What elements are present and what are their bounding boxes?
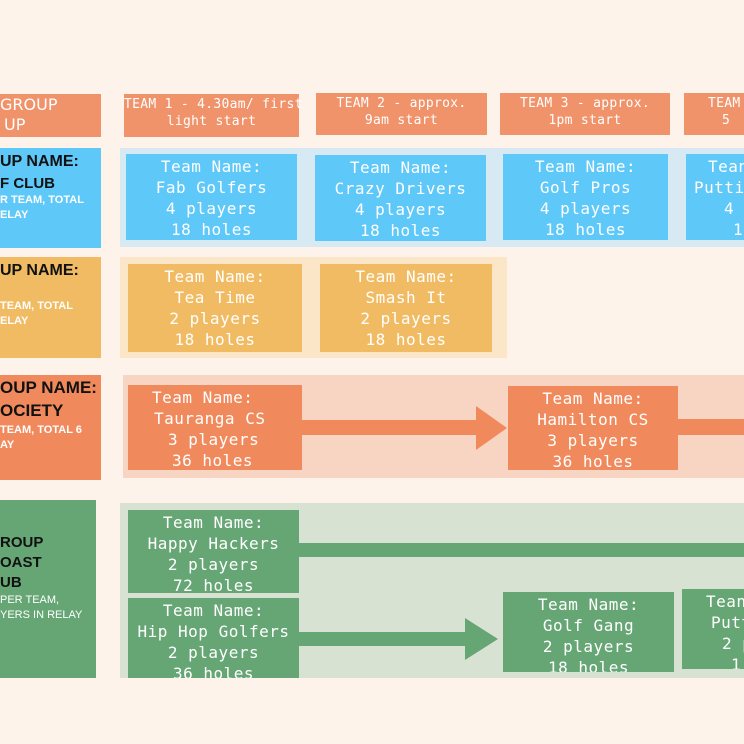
- team-3-header: TEAM 3 - approx. 1pm start: [500, 93, 670, 135]
- group-1-label-line-2: F CLUB: [0, 175, 55, 192]
- team-card-players: 2 players: [360, 309, 452, 328]
- team-card-players: 2 players: [542, 637, 635, 656]
- team-card-title: Team Name:: [160, 157, 263, 176]
- group-2-label: UP NAME: TEAM, TOTAL ELAY: [0, 257, 101, 358]
- group-3-label-line-3: TEAM, TOTAL 6: [0, 424, 82, 436]
- team-card-name: Hamilton CS: [537, 410, 649, 429]
- team-card-holes: 36 holes: [552, 452, 634, 470]
- team-card-title: Team Name:: [542, 389, 644, 408]
- team-card-tauranga-cs: Team Name: Tauranga CS 3 players 36 hole…: [128, 385, 302, 470]
- group-header-line-1: GROUP: [0, 95, 58, 114]
- team-card-puttin: Tean Puttin 4 p 1: [686, 154, 744, 240]
- team-card-title: Team Name:: [534, 157, 637, 176]
- relay-arrow-tauranga-to-hamilton: [300, 406, 507, 450]
- team-card-players: 2 p: [722, 634, 744, 653]
- team-card-title: Team Name:: [355, 267, 457, 286]
- team-card-holes: 18 holes: [544, 220, 627, 239]
- team-3-header-line-2: 1pm start: [548, 113, 622, 128]
- team-card-players: 3 players: [168, 430, 260, 449]
- relay-arrow-hamilton-onward: [678, 419, 744, 435]
- group-4-label-line-4: PER TEAM,: [0, 594, 60, 606]
- team-card-putt: Tean Putt 2 p 1: [682, 589, 744, 669]
- team-card-players: 4 players: [354, 200, 447, 219]
- team-card-holes: 1: [733, 220, 744, 239]
- team-card-holes: 18 holes: [174, 330, 256, 349]
- team-card-hip-hop-golfers: Team Name: Hip Hop Golfers 2 players 36 …: [128, 598, 299, 678]
- team-card-players: 4 players: [539, 199, 632, 218]
- group-2-label-line-4: ELAY: [0, 315, 29, 327]
- team-card-title: Team Name:: [164, 267, 266, 286]
- team-card-crazy-drivers: Team Name: Crazy Drivers 4 players 18 ho…: [315, 155, 486, 241]
- team-card-name: Puttin: [694, 178, 744, 197]
- group-header: GROUP UP: [0, 94, 101, 137]
- group-3-label: OUP NAME: OCIETY TEAM, TOTAL 6 AY: [0, 375, 101, 480]
- team-2-header-line-2: 9am start: [364, 113, 439, 128]
- team-card-holes: 36 holes: [172, 451, 254, 470]
- relay-arrow-hip-hop-to-golf-gang: [297, 618, 498, 660]
- group-1-label-line-3: R TEAM, TOTAL: [0, 194, 84, 206]
- group-3-label-line-2: OCIETY: [0, 401, 64, 420]
- team-card-players: 3 players: [547, 431, 639, 450]
- relay-line-happy-hackers: [299, 543, 744, 557]
- team-card-golf-pros: Team Name: Golf Pros 4 players 18 holes: [503, 154, 668, 240]
- team-2-header-line-1: TEAM 2 - approx.: [336, 96, 467, 111]
- team-card-golf-gang: Team Name: Golf Gang 2 players 18 holes: [503, 592, 674, 672]
- group-1-label-line-1: UP NAME:: [0, 153, 79, 170]
- team-card-happy-hackers: Team Name: Happy Hackers 2 players 72 ho…: [128, 510, 299, 593]
- team-card-title: Tean: [706, 592, 744, 611]
- team-card-title: Team Name:: [162, 513, 265, 532]
- team-card-holes: 18 holes: [170, 220, 253, 239]
- team-4-header-line-2: 5: [722, 113, 731, 128]
- team-1-header-line-1: TEAM 1 - 4.30am/ first: [124, 97, 303, 112]
- team-card-holes: 18 holes: [547, 658, 630, 672]
- group-3-label-line-4: AY: [0, 439, 15, 451]
- team-card-name: Crazy Drivers: [334, 179, 467, 198]
- group-1-label-line-4: ELAY: [0, 209, 29, 221]
- team-card-players: 4 players: [165, 199, 258, 218]
- team-card-name: Fab Golfers: [155, 178, 268, 197]
- team-4-header-line-1: TEAM: [708, 96, 741, 111]
- group-3-label-line-1: OUP NAME:: [0, 378, 97, 397]
- team-card-holes: 72 holes: [172, 576, 255, 593]
- group-4-label-line-5: YERS IN RELAY: [0, 609, 83, 621]
- team-2-header: TEAM 2 - approx. 9am start: [316, 93, 487, 135]
- group-header-line-2: UP: [4, 115, 26, 134]
- team-card-fab-golfers: Team Name: Fab Golfers 4 players 18 hole…: [126, 154, 297, 240]
- team-card-players: 2 players: [169, 309, 261, 328]
- team-3-header-line-1: TEAM 3 - approx.: [519, 96, 651, 111]
- team-card-players: 2 players: [167, 555, 260, 574]
- group-4-label-line-2: OAST: [0, 554, 42, 571]
- group-4-label: ROUP OAST UB PER TEAM, YERS IN RELAY: [0, 500, 96, 678]
- team-card-title: Team Name:: [537, 595, 640, 614]
- group-4-label-line-3: UB: [0, 574, 22, 591]
- group-2-label-line-1: UP NAME:: [0, 262, 79, 279]
- team-card-holes: 1: [731, 655, 742, 669]
- group-2-label-line-3: TEAM, TOTAL: [0, 300, 73, 312]
- team-card-name: Hip Hop Golfers: [137, 622, 290, 641]
- team-card-title: Team Name:: [162, 601, 265, 620]
- team-card-title: Team Name:: [152, 388, 254, 407]
- team-card-players: 4 p: [724, 199, 744, 218]
- group-4-label-line-1: ROUP: [0, 534, 44, 551]
- team-1-header-line-2: light start: [166, 114, 257, 129]
- team-card-name: Golf Pros: [539, 178, 632, 197]
- team-card-title: Tean: [708, 157, 744, 176]
- team-1-header: TEAM 1 - 4.30am/ first light start: [124, 94, 303, 137]
- team-card-holes: 36 holes: [172, 664, 255, 678]
- team-card-name: Smash It: [365, 288, 447, 307]
- team-card-name: Tauranga CS: [154, 409, 266, 428]
- team-card-name: Putt: [711, 613, 744, 632]
- team-card-title: Team Name:: [349, 158, 452, 177]
- team-card-name: Golf Gang: [542, 616, 635, 635]
- team-card-players: 2 players: [167, 643, 260, 662]
- team-card-holes: 18 holes: [365, 330, 447, 349]
- team-4-header: TEAM 5: [684, 93, 744, 135]
- team-card-holes: 18 holes: [359, 221, 442, 240]
- group-1-label: UP NAME: F CLUB R TEAM, TOTAL ELAY: [0, 148, 101, 248]
- team-card-tea-time: Team Name: Tea Time 2 players 18 holes: [128, 264, 302, 352]
- team-card-name: Happy Hackers: [147, 534, 280, 553]
- team-card-hamilton-cs: Team Name: Hamilton CS 3 players 36 hole…: [508, 386, 678, 470]
- team-card-name: Tea Time: [174, 288, 256, 307]
- team-card-smash-it: Team Name: Smash It 2 players 18 holes: [320, 264, 492, 352]
